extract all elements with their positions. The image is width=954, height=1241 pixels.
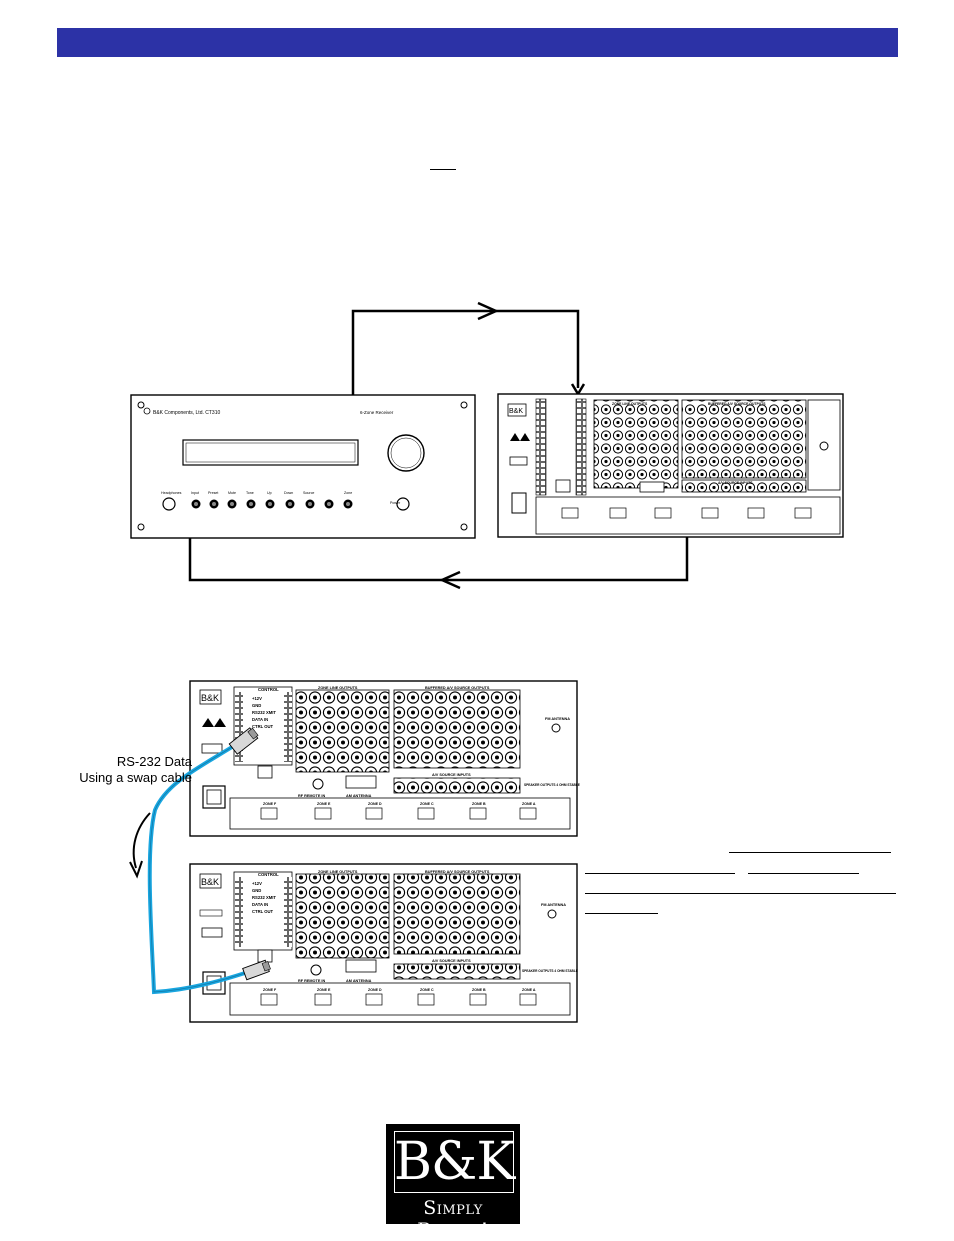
small-buffered: BUFFERED A/V SOURCE OUTPUTS	[708, 402, 766, 406]
rule-line	[585, 893, 896, 894]
top-zone-c: ZONE C	[420, 802, 434, 806]
bottom-zone-f: ZONE F	[263, 988, 277, 992]
top-ctrl-0: +12V	[252, 696, 262, 701]
bottom-zone-c: ZONE C	[420, 988, 434, 992]
rule-line	[748, 873, 859, 874]
bottom-ctrl-1: GND	[252, 888, 261, 893]
top-zone-e: ZONE E	[317, 802, 331, 806]
btn-label-3: Mute	[228, 491, 236, 495]
bottom-zone-a: ZONE A	[522, 988, 536, 992]
top-brand: B&K	[201, 693, 219, 703]
btn-label-power: Power	[390, 501, 401, 505]
btn-label-8: Zone	[344, 491, 352, 495]
rs232-label-line2: Using a swap cable	[79, 770, 192, 785]
rule-line	[729, 852, 891, 853]
top-ctrl-3: DATA IN	[252, 717, 268, 722]
bottom-ctrl-4: CTRL OUT	[252, 909, 274, 914]
btn-label-6: Down	[284, 491, 293, 495]
btn-label-0: Headphones	[161, 491, 182, 495]
top-ctrl-1: GND	[252, 703, 261, 708]
bottom-ctrl-3: DATA IN	[252, 902, 268, 907]
btn-label-4: Tone	[246, 491, 254, 495]
top-fm: FM ANTENNA	[545, 717, 570, 721]
btn-label-2: Preset	[208, 491, 218, 495]
top-speaker: SPEAKER OUTPUTS 4 OHM STABLE	[524, 783, 580, 787]
bottom-rf: RF REMOTE IN	[298, 979, 325, 983]
logo-box: B&K	[393, 1131, 515, 1193]
curved-arrow-icon	[129, 812, 151, 879]
bottom-speaker: SPEAKER OUTPUTS 4 OHM STABLE	[522, 969, 578, 973]
front-panel: B&K Components, Ltd. CT310 6-Zone Receiv…	[130, 394, 476, 539]
bottom-ctrl-2: RS232 XMIT	[252, 895, 276, 900]
small-zone-line: ZONE LINE OUTPUTS	[612, 402, 648, 406]
top-zone-a: ZONE A	[522, 802, 536, 806]
bottom-am: AM ANTENNA	[346, 979, 372, 983]
small-brand: B&K	[509, 408, 523, 415]
rs232-label-line1: RS-232 Data	[116, 754, 192, 769]
rj45-plug-bottom	[242, 959, 271, 981]
bottom-zone-b: ZONE B	[472, 988, 486, 992]
bottom-ctrl-0: +12V	[252, 881, 262, 886]
bottom-source-in: A/V SOURCE INPUTS	[432, 959, 471, 963]
front-maker: B&K Components, Ltd. CT310	[153, 410, 220, 416]
logo-tagline: Simply Better!	[417, 1197, 489, 1241]
top-zone-line: ZONE LINE OUTPUTS	[318, 686, 358, 690]
rear-panel-top: B&K CONTROL +12V GND RS232 XMIT DATA IN …	[189, 680, 580, 837]
bottom-brand: B&K	[201, 877, 219, 887]
top-zone-d: ZONE D	[368, 802, 382, 806]
rule-line	[585, 913, 658, 914]
bottom-fm: FM ANTENNA	[541, 903, 566, 907]
top-am: AM ANTENNA	[346, 794, 372, 798]
top-ctrl-2: RS232 XMIT	[252, 710, 276, 715]
bottom-zone-d: ZONE D	[368, 988, 382, 992]
top-rf: RF REMOTE IN	[298, 794, 325, 798]
top-ctrl-4: CTRL OUT	[252, 724, 274, 729]
top-zone-b: ZONE B	[472, 802, 486, 806]
rear-panel-small: B&K ZONE LINE OUTPUTS BUFFERED A/V SOURC…	[497, 393, 844, 538]
bottom-control-title: CONTROL	[258, 872, 279, 877]
top-source-in: A/V SOURCE INPUTS	[432, 773, 471, 777]
rs232-cable	[147, 727, 271, 995]
top-buffered: BUFFERED A/V SOURCE OUTPUTS	[425, 686, 490, 690]
btn-label-7: Source	[303, 491, 314, 495]
front-buttons	[191, 499, 353, 509]
bk-logo: B&K Simply Better!	[386, 1124, 520, 1241]
top-control-title: CONTROL	[258, 687, 279, 692]
front-model: 6-Zone Receiver	[360, 410, 394, 415]
btn-label-5: Up	[267, 491, 272, 495]
rj45-plug-top	[228, 727, 259, 755]
logo-wordmark: B&K	[393, 1132, 515, 1192]
small-source-in: A/V SOURCE INPUTS	[718, 481, 753, 485]
rs232-label: RS-232 Data Using a swap cable	[52, 754, 192, 786]
header-bar	[57, 28, 898, 57]
rear-panel-bottom: B&K CONTROL +12V GND RS232 XMIT DATA IN …	[189, 863, 578, 1023]
bottom-zone-line: ZONE LINE OUTPUTS	[318, 870, 358, 874]
underline-mark	[430, 169, 456, 170]
bottom-buffered: BUFFERED A/V SOURCE OUTPUTS	[425, 870, 490, 874]
top-zone-f: ZONE F	[263, 802, 277, 806]
bottom-zone-e: ZONE E	[317, 988, 331, 992]
btn-label-1: Input	[191, 491, 199, 495]
rule-line	[585, 873, 735, 874]
